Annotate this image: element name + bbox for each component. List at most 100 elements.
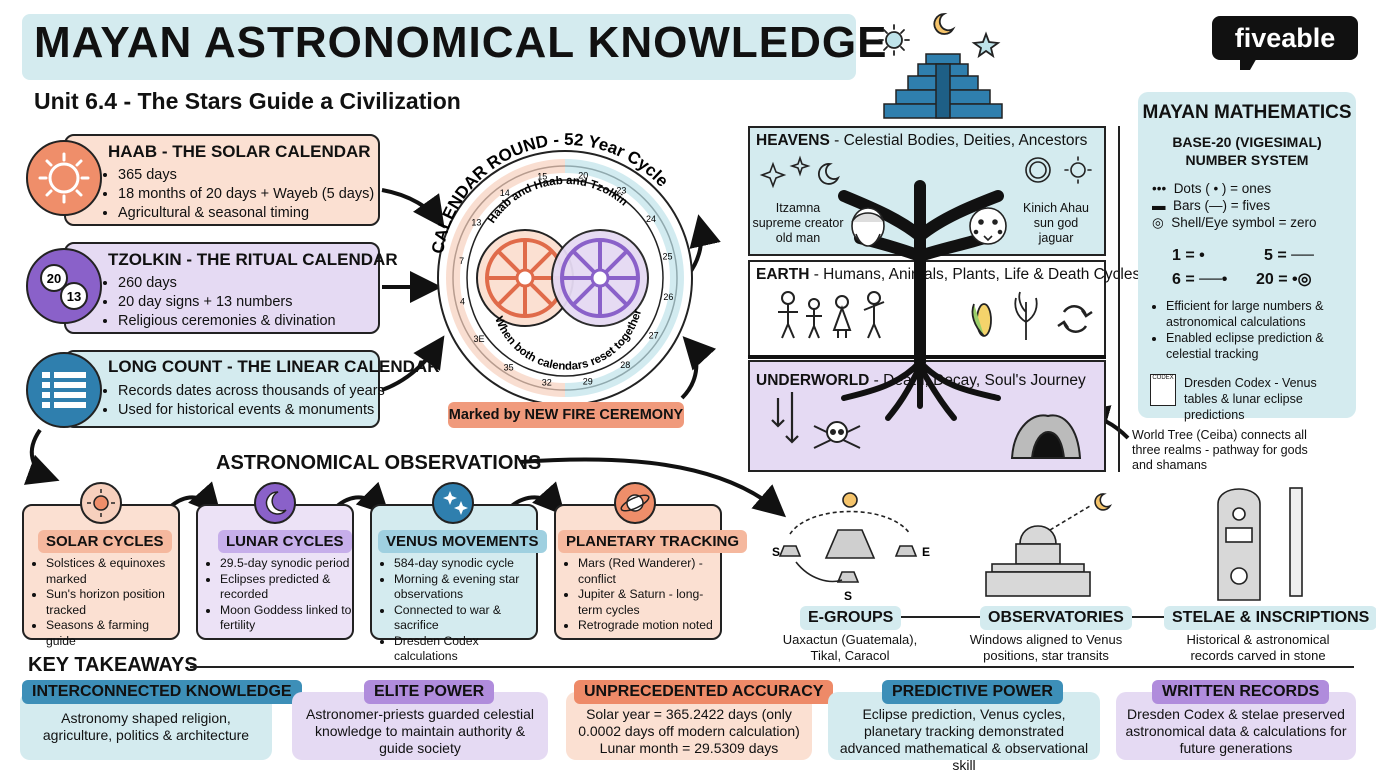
itzamna-deity-icon bbox=[851, 207, 885, 247]
ring-number: 35 bbox=[504, 363, 514, 373]
list-item: Records dates across thousands of years bbox=[118, 382, 385, 401]
list-item: Retrograde motion noted bbox=[578, 618, 720, 634]
ring-number: 20 bbox=[578, 171, 588, 181]
shell-symbol-row: ◎ Shell/Eye symbol = zero bbox=[1152, 215, 1317, 230]
list-item: Morning & evening star observations bbox=[394, 572, 536, 603]
moon-icon bbox=[254, 482, 296, 524]
example-twenty: 20 = •◎ bbox=[1256, 271, 1312, 288]
tzolkin-list: 260 days 20 day signs + 13 numbers Relig… bbox=[98, 274, 336, 331]
skull-crossbones-icon bbox=[813, 421, 861, 449]
heavens-title: HEAVENS - Celestial Bodies, Deities, Anc… bbox=[756, 132, 1088, 149]
page-title: MAYAN ASTRONOMICAL KNOWLEDGE bbox=[34, 18, 888, 67]
stars-icon bbox=[432, 482, 474, 524]
list-item: 29.5-day synodic period bbox=[220, 556, 354, 572]
haab-calendar-box bbox=[64, 134, 380, 226]
long-count-title: LONG COUNT - THE LINEAR CALENDAR bbox=[108, 357, 440, 376]
solar-cycles-list: Solstices & equinoxes marked Sun's horiz… bbox=[30, 556, 180, 649]
list-item: Used for historical events & monuments bbox=[118, 401, 385, 420]
sun-icon bbox=[1025, 156, 1092, 184]
list-item: 20 day signs + 13 numbers bbox=[118, 293, 336, 312]
sun-icon bbox=[80, 482, 122, 524]
gears-icon: 20 13 bbox=[26, 248, 102, 324]
ring-number: 29 bbox=[583, 377, 593, 387]
stelae-label: STELAE & INSCRIPTIONS bbox=[1164, 606, 1376, 630]
list-item: Eclipses predicted & recorded bbox=[220, 572, 354, 603]
list-item: Efficient for large numbers & astronomic… bbox=[1166, 298, 1348, 330]
takeaway-label-accuracy: UNPRECEDENTED ACCURACY bbox=[574, 680, 834, 704]
new-fire-ceremony-badge: Marked by NEW FIRE CEREMONY bbox=[448, 402, 684, 428]
takeaway-text-interconnected: Astronomy shaped religion, agriculture, … bbox=[42, 710, 250, 743]
observatories-label: OBSERVATORIES bbox=[980, 606, 1132, 630]
planetary-tracking-card bbox=[554, 504, 722, 640]
list-item: Solstices & equinoxes marked bbox=[46, 556, 180, 587]
observatory-icon bbox=[985, 493, 1113, 597]
venus-movements-card bbox=[370, 504, 538, 640]
e-groups-text: Uaxactun (Guatemala), Tikal, Caracol bbox=[782, 632, 918, 663]
mathematics-panel bbox=[1138, 92, 1356, 418]
gear-number-20: 20 bbox=[47, 271, 61, 286]
venus-movements-label: VENUS MOVEMENTS bbox=[378, 530, 547, 553]
takeaway-text-accuracy: Solar year = 365.2422 days (only 0.0002 … bbox=[578, 706, 800, 756]
tzolkin-calendar-box bbox=[64, 242, 380, 334]
star-icon bbox=[971, 31, 1001, 59]
takeaway-text-written: Dresden Codex & stelae preserved astrono… bbox=[1125, 706, 1347, 756]
pyramid-sky-icon bbox=[878, 12, 1003, 119]
ring-number: 13 bbox=[471, 218, 481, 228]
solar-cycles-label: SOLAR CYCLES bbox=[38, 530, 172, 553]
cave-icon bbox=[1010, 414, 1082, 459]
mathematics-subtitle: BASE-20 (VIGESIMAL) NUMBER SYSTEM bbox=[1172, 134, 1322, 168]
takeaway-label-written: WRITTEN RECORDS bbox=[1152, 680, 1330, 704]
list-item: 584-day synodic cycle bbox=[394, 556, 536, 572]
earth-title: EARTH - Humans, Animals, Plants, Life & … bbox=[756, 266, 1141, 283]
humans-icon bbox=[778, 291, 885, 339]
lunar-cycles-list: 29.5-day synodic period Eclipses predict… bbox=[204, 556, 354, 634]
down-arrows-icon bbox=[771, 392, 799, 444]
solar-cycles-card bbox=[22, 504, 180, 640]
itzamna-caption: Itzamna supreme creator old man bbox=[752, 201, 844, 245]
cycle-icon bbox=[1057, 305, 1093, 333]
ring-number: 4 bbox=[460, 297, 465, 307]
takeaways-divider bbox=[190, 666, 1354, 668]
list-item: Mars (Red Wanderer) - conflict bbox=[578, 556, 720, 587]
list-item: Sun's horizon position tracked bbox=[46, 587, 180, 618]
fiveable-logo[interactable]: fiveable bbox=[1212, 16, 1358, 60]
world-tree-caption: World Tree (Ceiba) connects all three re… bbox=[1132, 428, 1308, 472]
world-tree-illustration bbox=[748, 155, 1106, 459]
title-banner bbox=[22, 14, 856, 80]
list-item: Moon Goddess linked to fertility bbox=[220, 603, 354, 634]
list-item: Jupiter & Saturn - long-term cycles bbox=[578, 587, 720, 618]
observatories-text: Windows aligned to Venus positions, star… bbox=[969, 632, 1123, 663]
list-item: 260 days bbox=[118, 274, 336, 293]
stela-icon bbox=[1217, 487, 1303, 601]
takeaway-text-predictive: Eclipse prediction, Venus cycles, planet… bbox=[839, 706, 1089, 773]
jaguar-deity-icon bbox=[969, 207, 1007, 245]
venus-movements-list: 584-day synodic cycle Morning & evening … bbox=[378, 556, 536, 665]
planetary-tracking-list: Mars (Red Wanderer) - conflict Jupiter &… bbox=[562, 556, 720, 634]
logo-text: fiveable bbox=[1234, 23, 1336, 53]
ring-number: 15 bbox=[537, 172, 547, 182]
planet-icon bbox=[614, 482, 656, 524]
e-groups-label: E-GROUPS bbox=[800, 606, 902, 630]
glyph-table-icon bbox=[26, 352, 102, 428]
list-item: 18 months of 20 days + Wayeb (5 days) bbox=[118, 185, 374, 204]
long-count-list: Records dates across thousands of years … bbox=[98, 382, 385, 420]
gear-number-13: 13 bbox=[67, 289, 81, 304]
stelae-text: Historical & astronomical records carved… bbox=[1186, 632, 1330, 663]
page-subtitle: Unit 6.4 - The Stars Guide a Civilizatio… bbox=[34, 88, 461, 114]
ring-number: 27 bbox=[649, 330, 659, 340]
tzolkin-title: TZOLKIN - THE RITUAL CALENDAR bbox=[108, 250, 398, 269]
logo-tail bbox=[1240, 56, 1258, 70]
mathematics-benefits: Efficient for large numbers & astronomic… bbox=[1152, 298, 1348, 362]
observations-heading: ASTRONOMICAL OBSERVATIONS bbox=[216, 452, 542, 474]
list-item: Dresden Codex calculations bbox=[394, 634, 536, 665]
haab-title: HAAB - THE SOLAR CALENDAR bbox=[108, 142, 371, 161]
takeaway-label-interconnected: INTERCONNECTED KNOWLEDGE bbox=[22, 680, 302, 704]
plant-icon bbox=[1014, 291, 1038, 340]
list-item: Religious ceremonies & divination bbox=[118, 312, 336, 331]
list-item: Agricultural & seasonal timing bbox=[118, 204, 374, 223]
eye-shell-icon: ◎ bbox=[1152, 215, 1172, 230]
ring-number: 28 bbox=[620, 360, 630, 370]
ring-number: 24 bbox=[646, 214, 656, 224]
ceiba-tree-icon bbox=[838, 180, 1004, 368]
